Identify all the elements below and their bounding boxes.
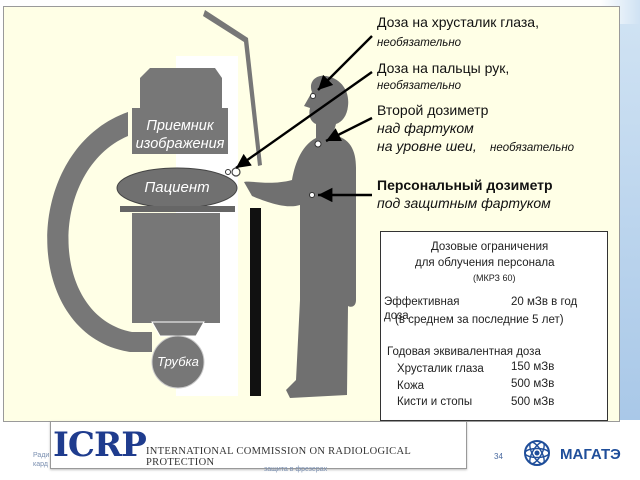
footer-left-text-1: Ради xyxy=(33,452,50,459)
dose-limits-box: Дозовые ограничения для облучения персон… xyxy=(380,231,608,421)
icrp-banner: ICRP INTERNATIONAL COMMISSION ON RADIOLO… xyxy=(50,421,467,469)
patient-label: Пациент xyxy=(144,179,210,196)
finger-dose-note: необязательно xyxy=(377,80,462,92)
second-dosimeter-label: Второй дозиметр xyxy=(377,102,489,118)
row-hands-value: 500 мЗв xyxy=(511,396,555,408)
lead-curtain xyxy=(250,208,261,396)
iaea-logo-text: МАГАТЭ xyxy=(560,446,621,463)
tube-collimator xyxy=(151,321,205,337)
eye-dose-label: Доза на хрусталик глаза, xyxy=(377,14,539,30)
effective-dose-label-2: доза xyxy=(384,310,409,322)
row-eye-value: 150 мЗв xyxy=(511,361,555,373)
footer-bottom-text: защита в фрезерах xyxy=(264,466,328,473)
tube-circle xyxy=(151,335,205,389)
dosimeter-personal xyxy=(309,192,315,198)
second-dosimeter-note: необязательно xyxy=(490,142,575,154)
image-receptor-label-2: изображения xyxy=(135,136,225,152)
staff-silhouette xyxy=(244,75,356,399)
row-skin-label: Кожа xyxy=(397,380,425,392)
page-number: 34 xyxy=(494,452,503,461)
personal-dosimeter-under-apron: под защитным фартуком xyxy=(377,195,551,211)
arrow-finger xyxy=(235,71,373,169)
effective-dose-note: (в среднем за последние 5 лет) xyxy=(395,314,564,326)
effective-dose-label-1: Эффективная xyxy=(384,296,460,308)
footer-left-text-2: кард xyxy=(33,461,48,468)
eye-dose-note: необязательно xyxy=(377,37,462,49)
image-receptor-top xyxy=(140,68,222,108)
patient-table xyxy=(120,206,235,212)
image-receptor xyxy=(132,108,228,154)
icrp-name: INTERNATIONAL COMMISSION ON RADIOLOGICAL… xyxy=(146,446,411,468)
personal-dosimeter-label: Персональный дозиметр xyxy=(377,177,553,193)
row-skin-value: 500 мЗв xyxy=(511,378,555,390)
iaea-emblem-icon xyxy=(524,440,550,466)
side-decoration xyxy=(618,24,640,420)
limits-title-2: для облучения персонала xyxy=(415,257,555,269)
dosimeter-eye xyxy=(310,93,316,99)
dosimeter-finger xyxy=(225,169,231,175)
icrp-logo: ICRP xyxy=(53,425,147,465)
ceiling-shield xyxy=(203,10,262,166)
annual-equivalent-label: Годовая эквивалентная доза xyxy=(387,346,541,358)
row-hands-label: Кисти и стопы xyxy=(397,396,473,408)
effective-dose-value: 20 мЗв в год xyxy=(511,296,578,308)
dosimeter-neck xyxy=(314,140,322,148)
finger-dose-label: Доза на пальцы рук, xyxy=(377,60,510,76)
image-receptor-label-1: Приемник xyxy=(146,118,214,134)
second-dosimeter-over-apron: над фартуком xyxy=(377,120,474,136)
tube-label: Трубка xyxy=(157,354,199,369)
second-dosimeter-neck: на уровне шеи, xyxy=(377,138,477,154)
arrow-eye xyxy=(317,35,373,91)
limits-title-1: Дозовые ограничения xyxy=(431,241,549,253)
c-arm xyxy=(47,112,152,352)
arrow-neck xyxy=(325,116,373,143)
row-eye-label: Хрусталик глаза xyxy=(397,363,484,375)
limits-source: (МКРЗ 60) xyxy=(473,273,516,283)
tube-housing xyxy=(132,213,220,323)
